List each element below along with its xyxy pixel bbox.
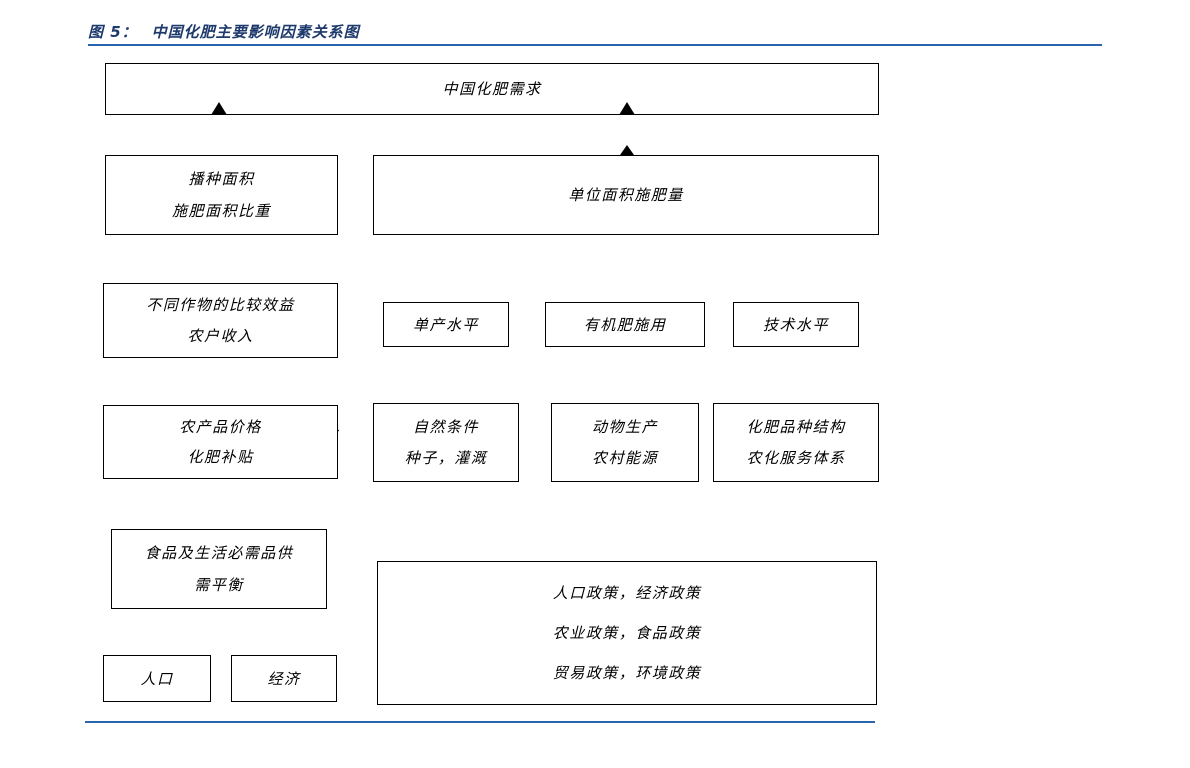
up-arrow-icon <box>211 102 227 115</box>
top-divider <box>88 44 1102 46</box>
node-food-balance: 食品及生活必需品供 需平衡 <box>111 529 327 609</box>
node-fertilizer-variety: 化肥品种结构 农化服务体系 <box>713 403 879 482</box>
node-label: 动物生产 <box>591 417 658 436</box>
node-label: 有机肥施用 <box>583 315 667 334</box>
node-fertilizer-demand: 中国化肥需求 <box>105 63 879 115</box>
node-policies: 人口政策，经济政策 农业政策，食品政策 贸易政策，环境政策 <box>377 561 877 705</box>
node-label: 贸易政策，环境政策 <box>552 664 702 682</box>
node-organic-fertilizer: 有机肥施用 <box>545 302 705 347</box>
node-per-area-application: 单位面积施肥量 <box>373 155 879 235</box>
node-label: 农产品价格 <box>179 418 262 436</box>
node-label: 经济 <box>267 669 301 688</box>
node-farm-price: 农产品价格 化肥补贴 <box>103 405 338 479</box>
node-animal-production: 动物生产 农村能源 <box>551 403 699 482</box>
node-economy: 经济 <box>231 655 337 702</box>
bottom-divider <box>85 721 875 723</box>
node-yield-level: 单产水平 <box>383 302 509 347</box>
figure-title: 中国化肥主要影响因素关系图 <box>151 23 360 41</box>
node-label: 自然条件 <box>412 417 479 436</box>
node-label: 化肥品种结构 <box>746 417 846 436</box>
node-label: 化肥补贴 <box>187 448 254 466</box>
node-label: 不同作物的比较效益 <box>146 296 295 315</box>
figure-caption: 图 5： 中国化肥主要影响因素关系图 <box>88 21 360 42</box>
node-label: 施肥面积比重 <box>171 202 271 220</box>
node-label: 农村能源 <box>591 449 658 468</box>
node-sown-area: 播种面积 施肥面积比重 <box>105 155 338 235</box>
node-label: 技术水平 <box>762 315 829 334</box>
node-label: 需平衡 <box>194 576 244 594</box>
node-label: 种子，灌溉 <box>404 449 488 468</box>
up-arrow-icon <box>620 145 634 155</box>
node-label: 中国化肥需求 <box>442 80 542 98</box>
node-tech-level: 技术水平 <box>733 302 859 347</box>
node-population: 人口 <box>103 655 211 702</box>
node-label: 食品及生活必需品供 <box>144 544 294 562</box>
node-label: 播种面积 <box>188 170 255 188</box>
node-label: 人口 <box>140 669 174 688</box>
node-label: 农户收入 <box>187 326 254 345</box>
node-crop-benefit: 不同作物的比较效益 农户收入 <box>103 283 338 358</box>
node-label: 农化服务体系 <box>746 449 846 468</box>
up-arrow-icon <box>619 102 635 115</box>
node-label: 单位面积施肥量 <box>568 186 684 204</box>
node-label: 人口政策，经济政策 <box>552 584 702 602</box>
node-label: 农业政策，食品政策 <box>552 624 702 642</box>
node-natural-condition: 自然条件 种子，灌溉 <box>373 403 519 482</box>
node-label: 单产水平 <box>412 315 479 334</box>
figure-label: 图 5： <box>88 23 138 41</box>
